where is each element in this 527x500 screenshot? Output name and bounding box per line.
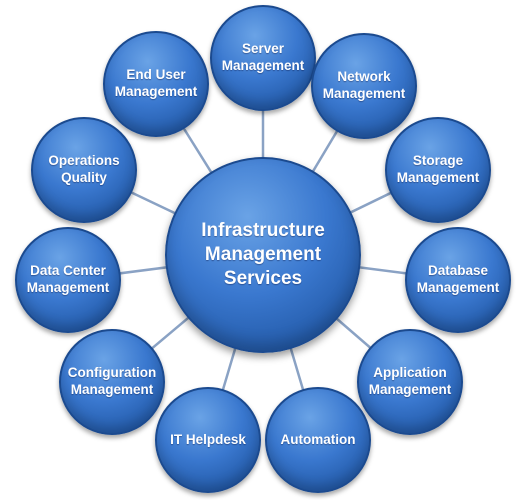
node-application-management: Application Management: [357, 329, 463, 435]
node-label: IT Helpdesk: [170, 431, 246, 447]
hub-label: Infrastructure Management Services: [201, 220, 325, 289]
node-it-helpdesk: IT Helpdesk: [155, 387, 261, 493]
node-operations-quality: Operations Quality: [31, 117, 137, 223]
node-label: Operations Quality: [48, 153, 120, 185]
node-label: Server Management: [221, 41, 305, 73]
node-label: End User Management: [114, 67, 198, 99]
node-database-management: Database Management: [405, 227, 511, 333]
node-label: Automation: [280, 431, 356, 447]
node-automation: Automation: [265, 387, 371, 493]
node-server-management: Server Management: [210, 5, 316, 111]
node-label: Network Management: [322, 69, 406, 101]
node-end-user-management: End User Management: [103, 31, 209, 137]
node-label: Application Management: [368, 365, 452, 397]
hub-infrastructure-management-services: Infrastructure Management Services: [165, 157, 361, 353]
node-label: Configuration Management: [67, 365, 157, 397]
node-data-center-management: Data Center Management: [15, 227, 121, 333]
node-storage-management: Storage Management: [385, 117, 491, 223]
node-label: Database Management: [416, 263, 500, 295]
node-label: Storage Management: [396, 153, 480, 185]
node-network-management: Network Management: [311, 33, 417, 139]
node-configuration-management: Configuration Management: [59, 329, 165, 435]
node-label: Data Center Management: [26, 263, 110, 295]
